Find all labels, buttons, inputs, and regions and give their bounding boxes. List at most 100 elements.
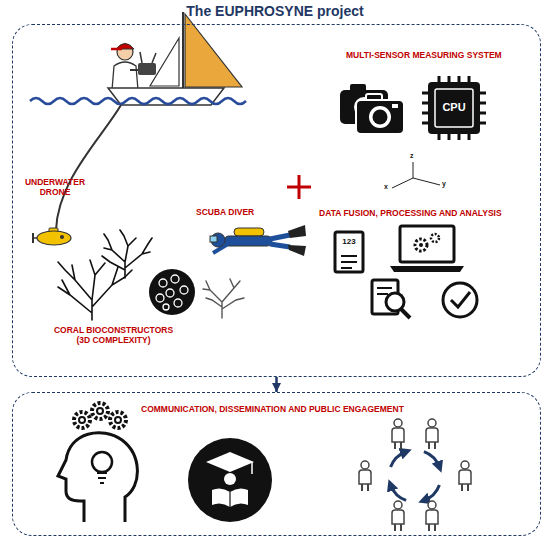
idea-head-icon — [110, 412, 126, 428]
axis-label: y — [442, 180, 446, 188]
xyz-axes — [392, 162, 440, 188]
check-icon — [443, 283, 477, 317]
camera-icon — [340, 84, 404, 134]
education-icon — [206, 452, 254, 472]
coral-massive — [156, 294, 164, 302]
community-icon — [359, 461, 371, 491]
project-box: MULTI-SENSOR MEASURING SYSTEMUNDERWATER … — [12, 24, 541, 377]
idea-head-icon — [97, 473, 107, 483]
coral-bush — [102, 230, 152, 278]
pilot-figure — [152, 53, 156, 63]
idea-head-icon — [58, 403, 137, 522]
xyz-axes — [392, 178, 413, 188]
scuba-diver — [288, 245, 306, 256]
education-icon — [251, 462, 253, 474]
sea-waves — [30, 98, 246, 104]
pilot-figure — [138, 63, 156, 75]
axis-label: z — [410, 152, 414, 160]
laptop-icon — [415, 239, 427, 251]
outreach-box: COMMUNICATION, DISSEMINATION AND PUBLIC … — [12, 392, 541, 536]
idea-head-icon — [97, 408, 103, 414]
community-icon — [459, 461, 471, 491]
community-icon — [424, 452, 440, 468]
laptop-icon — [390, 226, 464, 272]
community-icon — [424, 485, 440, 501]
camera-icon — [392, 104, 398, 108]
education-icon — [229, 492, 230, 507]
scuba-diver — [234, 228, 264, 236]
community-icon — [359, 419, 471, 531]
diagram-title: The EUPHROSYNE project — [0, 3, 550, 19]
cpu-chip — [422, 76, 486, 140]
sailboat — [150, 38, 179, 86]
xyz-axes — [413, 162, 414, 178]
box-label: CORAL BIOCONSTRUCTORS (3D COMPLEXITY) — [51, 326, 176, 346]
box-label: DATA FUSION, PROCESSING AND ANALYSIS — [319, 209, 502, 219]
education-icon — [224, 473, 236, 485]
coral-massive — [166, 289, 174, 297]
community-icon — [426, 501, 438, 531]
coral-branching — [58, 260, 132, 320]
camera-icon — [369, 106, 391, 128]
cpu-chip — [428, 82, 480, 134]
cpu-chip — [422, 76, 486, 140]
search-icon — [386, 293, 404, 311]
coral-massive — [149, 269, 195, 315]
education-icon — [188, 438, 272, 522]
idea-head-icon — [79, 417, 85, 423]
coral-massive — [174, 299, 182, 307]
coral-massive — [163, 304, 169, 310]
underwater-drone — [37, 231, 71, 245]
flow-arrow — [275, 377, 278, 392]
coral-massive — [180, 286, 188, 294]
xyz-axes — [413, 178, 440, 185]
education-icon — [188, 438, 272, 522]
axis-label: x — [384, 183, 388, 191]
community-icon — [391, 452, 407, 468]
community-icon — [392, 501, 404, 531]
pilot-figure — [111, 48, 122, 51]
coral-massive — [171, 275, 179, 283]
idea-head-icon — [115, 417, 121, 423]
scuba-diver — [270, 235, 290, 247]
coral-thin — [203, 279, 244, 318]
check-icon — [451, 292, 470, 307]
search-icon — [401, 309, 410, 318]
scuba-diver — [210, 225, 306, 256]
coral-branching — [58, 260, 132, 320]
idea-head-icon — [74, 412, 90, 428]
idea-head-icon — [58, 433, 137, 522]
community-icon — [426, 419, 438, 449]
laptop-icon — [419, 243, 423, 247]
document-icon — [335, 232, 363, 272]
community-icon — [392, 419, 404, 449]
laptop-icon — [390, 266, 464, 272]
laptop-icon — [431, 234, 439, 242]
chip-label: CPU — [428, 101, 480, 114]
underwater-drone — [60, 235, 64, 239]
document-icon — [341, 256, 357, 268]
plus-sign — [298, 175, 301, 199]
tether-cable — [56, 105, 121, 230]
pilot-figure — [117, 44, 133, 60]
camera-icon — [373, 110, 388, 125]
coral-thin — [203, 279, 244, 318]
camera-icon — [356, 100, 404, 134]
education-icon — [212, 488, 248, 507]
community-icon — [391, 485, 407, 501]
idea-head-icon — [92, 403, 108, 419]
pilot-figure — [111, 44, 156, 91]
underwater-drone — [32, 233, 34, 243]
sea-waves — [30, 98, 246, 104]
document-number: 123 — [335, 237, 363, 246]
box-label: MULTI-SENSOR MEASURING SYSTEM — [346, 51, 502, 61]
scuba-diver — [211, 233, 225, 247]
tether-cable — [56, 105, 121, 230]
coral-massive — [149, 269, 195, 315]
box-label: SCUBA DIVER — [196, 208, 254, 218]
search-icon — [372, 280, 410, 318]
